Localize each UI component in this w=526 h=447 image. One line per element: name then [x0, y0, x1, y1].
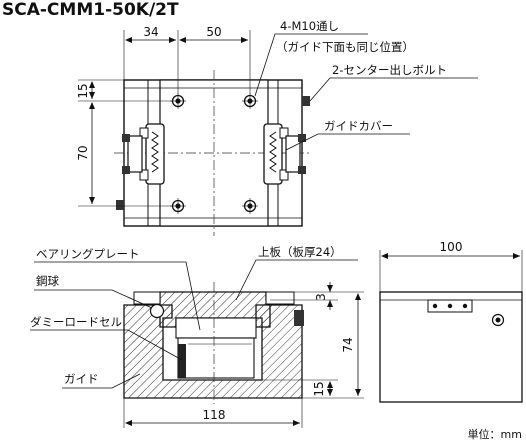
- dummy-load-cell: [177, 337, 255, 379]
- tapped-hole: [170, 198, 186, 214]
- unit-label: 単位：mm: [468, 427, 522, 441]
- dim-118: 118: [203, 408, 226, 422]
- callout-tapped-holes: 4-M10通し: [280, 19, 339, 33]
- leader-line: [34, 289, 153, 309]
- dim-34: 34: [143, 25, 158, 39]
- leader-line: [34, 261, 201, 331]
- dim-3: 3: [314, 293, 328, 301]
- tapped-hole: [170, 93, 186, 109]
- dim-70: 70: [76, 145, 90, 160]
- dim-15-bottom: 15: [312, 381, 326, 396]
- center-bolt-left: [116, 200, 124, 210]
- top-view: 34 50 15 70 4-M10通し （ガイド下面も同じ位置） 2-センター出…: [76, 19, 478, 236]
- leader-line: [309, 77, 478, 102]
- dim-15-top: 15: [76, 83, 90, 98]
- callout-bearing-plate: ベアリングプレート: [36, 247, 140, 261]
- load-cell-edge: [178, 344, 186, 378]
- tapped-hole: [242, 198, 258, 214]
- callout-center-bolt: 2-センター出しボルト: [332, 63, 447, 77]
- bearing-plate: [175, 317, 257, 339]
- leader-line: [254, 33, 368, 97]
- leader-line: [62, 373, 141, 389]
- side-bolt-center: [495, 317, 501, 323]
- callout-steel-ball: 鋼球: [36, 274, 59, 288]
- leader-line: [235, 259, 358, 301]
- guide-cover-right: [263, 123, 306, 185]
- center-bolt-section: [294, 310, 304, 326]
- center-bolt-right: [302, 96, 310, 106]
- callout-guide-cover: ガイドカバー: [324, 119, 393, 133]
- tapped-hole: [242, 93, 258, 109]
- side-screw: [462, 303, 468, 309]
- section-view: 118 74 3 15 ベアリングプレート 鋼球 ダミーロードセル ガイド 上板…: [30, 245, 364, 428]
- left-bracket: [133, 291, 161, 305]
- side-screw: [447, 303, 453, 309]
- callout-dummy-load-cell: ダミーロードセル: [30, 315, 122, 329]
- right-bracket: [265, 291, 295, 305]
- callout-tapped-holes-note: （ガイド下面も同じ位置）: [276, 40, 414, 54]
- drawing-title: SCA-CMM1-50K/2T: [2, 0, 179, 20]
- side-screw: [432, 303, 438, 309]
- dim-50: 50: [206, 25, 221, 39]
- steel-ball: [149, 303, 165, 319]
- leader-line: [285, 133, 410, 151]
- side-view: 100: [379, 240, 523, 403]
- dim-74: 74: [341, 337, 355, 352]
- callout-top-plate: 上板（板厚24）: [258, 245, 342, 259]
- leader-line: [30, 329, 183, 361]
- guide-cover-left: [122, 123, 165, 185]
- callout-guide: ガイド: [64, 372, 99, 386]
- dim-100: 100: [440, 240, 463, 254]
